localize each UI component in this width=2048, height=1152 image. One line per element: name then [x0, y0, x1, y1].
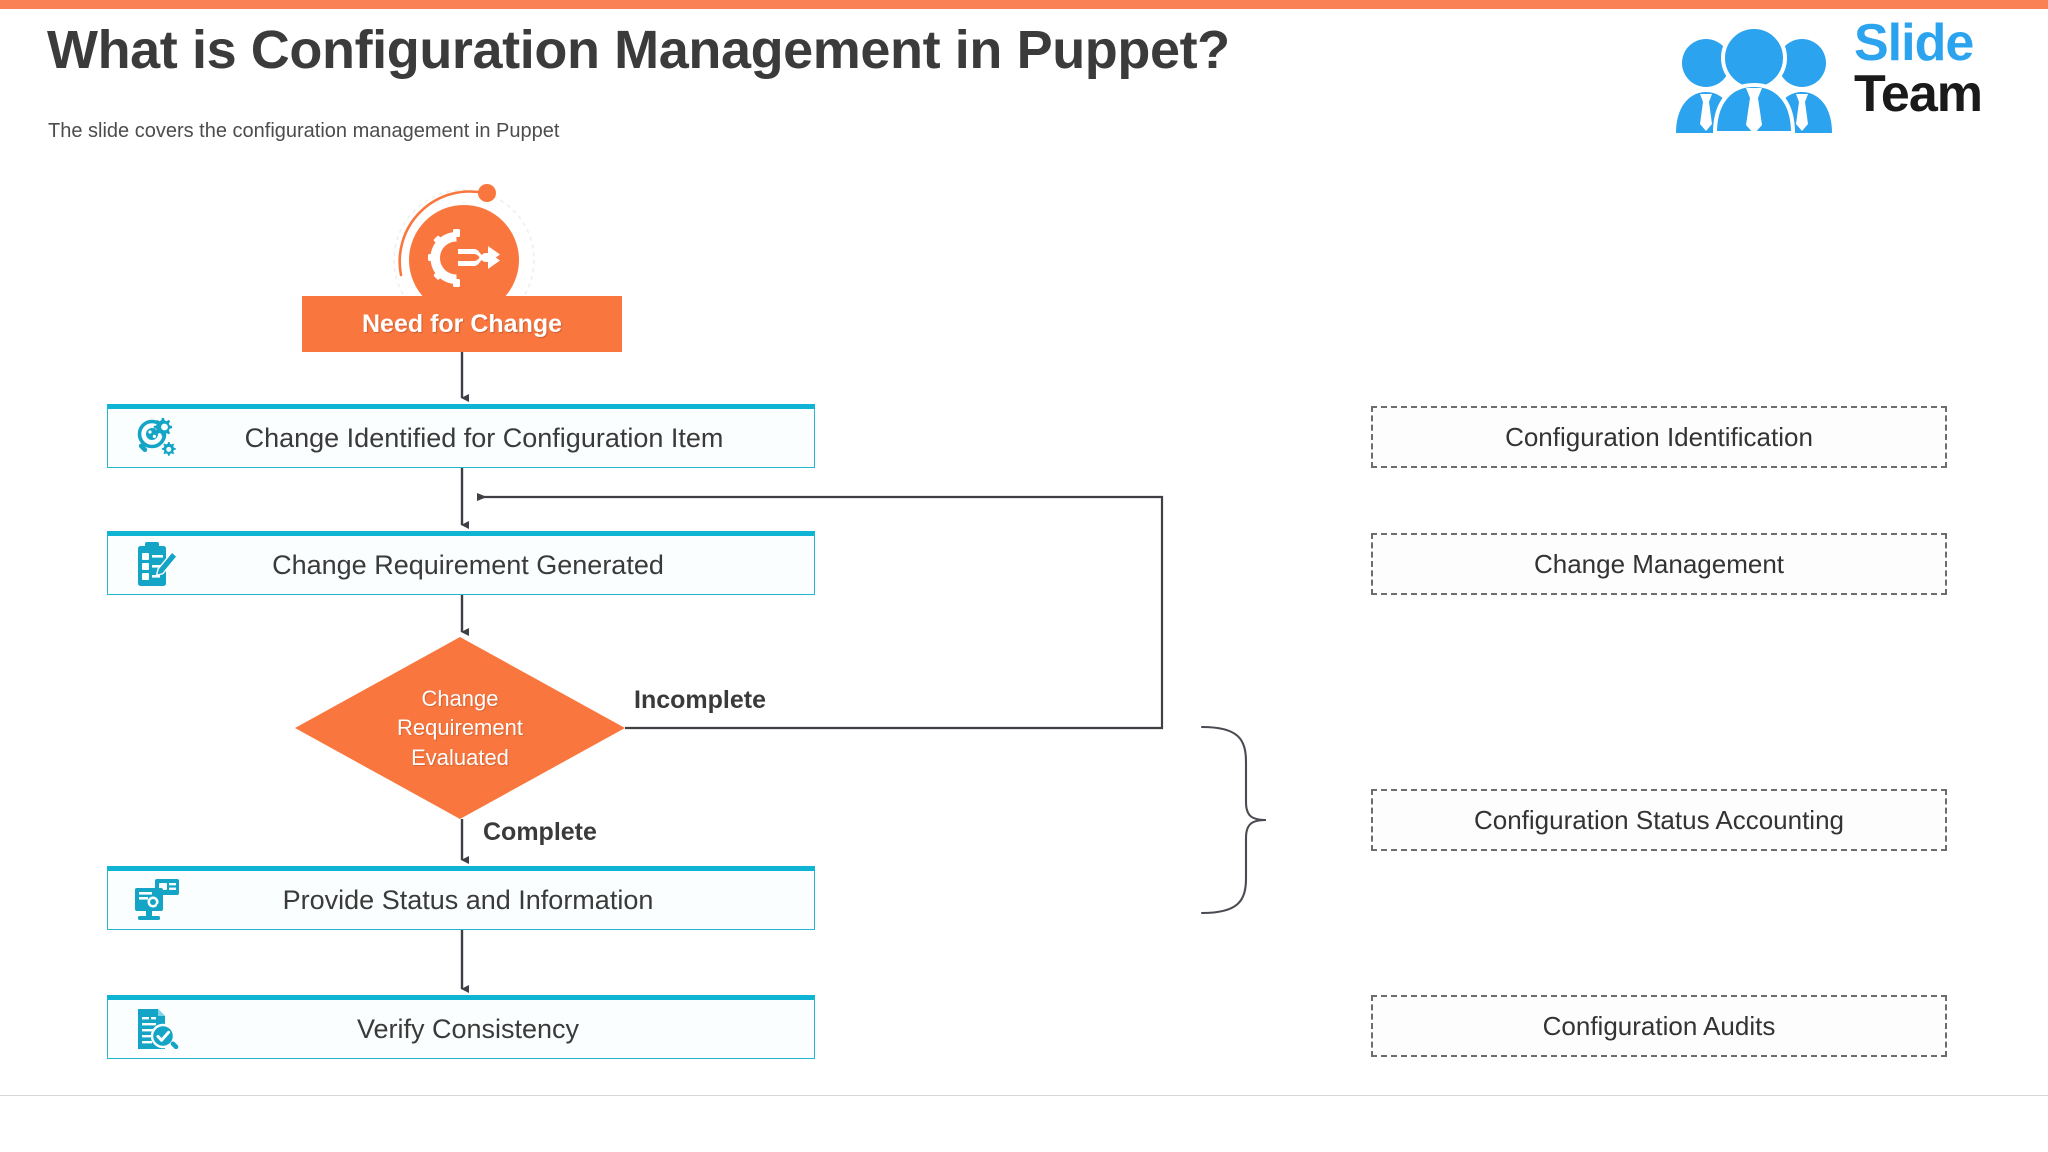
flow-step-verify-consistency[interactable]: Verify Consistency: [107, 995, 815, 1059]
slideteam-logo: Slide Team: [1664, 14, 2024, 138]
start-node-label: Need for Change: [302, 296, 622, 352]
flow-step-label: Provide Status and Information: [282, 884, 654, 915]
top-accent-bar: [0, 0, 2048, 9]
flow-step-label: Verify Consistency: [356, 1013, 580, 1044]
phase-box-configuration-status-accounting[interactable]: Configuration Status Accounting: [1371, 789, 1947, 851]
page-subtitle: The slide covers the configuration manag…: [48, 120, 560, 142]
monitor-report-icon: [134, 877, 180, 923]
clipboard-pencil-icon: [134, 542, 180, 588]
decision-label-line-1: Change: [421, 686, 499, 712]
orbit-arc-icon: [393, 184, 535, 331]
edge-label-incomplete: Incomplete: [634, 686, 766, 714]
flow-step-change-identified[interactable]: Change Identified for Configuration Item: [107, 404, 815, 468]
flow-step-label: Change Identified for Configuration Item: [244, 422, 724, 453]
document-check-magnifier-icon: [134, 1006, 180, 1052]
phase-label: Change Management: [1533, 548, 1785, 579]
flow-decision-change-requirement-evaluated[interactable]: Change Requirement Evaluated: [295, 637, 625, 819]
diamond-shape: [295, 637, 625, 819]
gear-change-arrows-icon: [409, 205, 519, 315]
flow-step-label: Change Requirement Generated: [272, 549, 664, 580]
logo-word-slide: Slide: [1854, 14, 1974, 72]
phase-box-configuration-identification[interactable]: Configuration Identification: [1371, 406, 1947, 468]
phase-label: Configuration Status Accounting: [1473, 804, 1845, 835]
page-title: What is Configuration Management in Pupp…: [47, 20, 1230, 80]
decision-label: Change Requirement Evaluated: [295, 637, 625, 819]
logo-wordmark: Slide Team: [1854, 14, 1983, 123]
three-people-icon: [1676, 28, 1832, 133]
magnifier-gear-icon: [134, 415, 180, 461]
logo-word-team: Team: [1854, 64, 1983, 123]
phase-label: Configuration Audits: [1542, 1010, 1776, 1041]
connector-incomplete-feedback-loop: [477, 493, 1164, 730]
status-accounting-brace: [1200, 725, 1267, 915]
edge-label-complete: Complete: [483, 818, 597, 846]
phase-label: Configuration Identification: [1505, 421, 1813, 452]
decision-label-line-2: Requirement: [397, 715, 523, 741]
phase-box-change-management[interactable]: Change Management: [1371, 533, 1947, 595]
flow-step-change-requirement-generated[interactable]: Change Requirement Generated: [107, 531, 815, 595]
phase-box-configuration-audits[interactable]: Configuration Audits: [1371, 995, 1947, 1057]
decision-label-line-3: Evaluated: [411, 744, 509, 770]
flow-step-provide-status-information[interactable]: Provide Status and Information: [107, 866, 815, 930]
bottom-divider: [0, 1095, 2048, 1096]
